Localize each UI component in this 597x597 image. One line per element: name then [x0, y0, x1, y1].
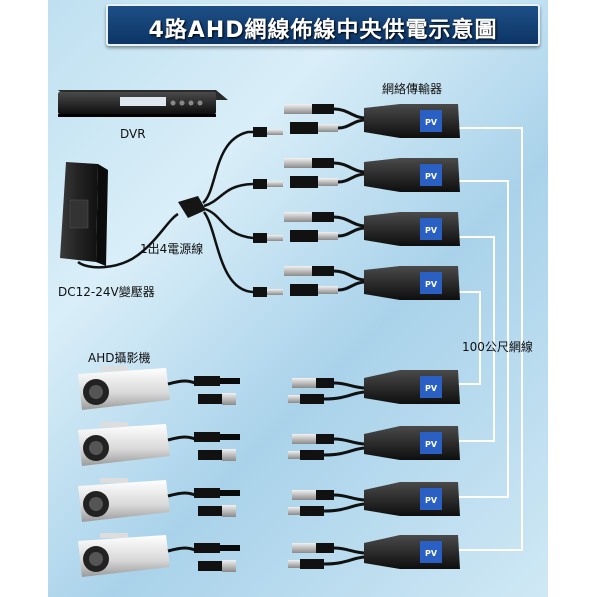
network-cable-2	[458, 180, 509, 498]
network-cable-3	[458, 236, 495, 442]
network-cable-label: 100公尺網線	[462, 340, 533, 354]
dvr-side-transceivers: PV PV PV	[284, 104, 460, 300]
network-cable-4	[458, 291, 481, 385]
power-adapter	[60, 162, 179, 269]
power-splitter-label: 1出4電源線	[140, 242, 204, 256]
diagram-canvas: PV PV PV	[48, 0, 548, 597]
dvr-label: DVR	[120, 127, 146, 141]
cameras-label: AHD攝影機	[88, 351, 151, 365]
transceiver-top-1: PV	[284, 104, 460, 138]
svg-text:PV: PV	[425, 118, 438, 127]
camera-side-transceivers: PV PV PV	[288, 370, 460, 569]
svg-text:PV: PV	[425, 226, 438, 235]
camera-2	[78, 422, 240, 466]
svg-text:PV: PV	[425, 172, 438, 181]
transceiver-top-4: PV	[284, 266, 460, 300]
transceiver-bottom-2: PV	[288, 426, 460, 460]
transceiver-bottom-1: PV	[288, 370, 460, 404]
camera-3	[78, 478, 240, 522]
title-banner: 4路AHD網線佈線中央供電示意圖	[106, 4, 540, 46]
svg-text:PV: PV	[425, 384, 438, 393]
wiring-diagram: PV PV PV	[58, 90, 523, 577]
transceiver-bottom-3: PV	[288, 482, 460, 516]
network-cables	[458, 127, 523, 551]
transceiver-top-2: PV	[284, 158, 460, 192]
svg-text:PV: PV	[425, 440, 438, 449]
camera-4	[78, 533, 240, 577]
svg-text:PV: PV	[425, 280, 438, 289]
ahd-cameras	[78, 366, 240, 577]
svg-text:PV: PV	[425, 549, 438, 558]
dc-plugs	[253, 127, 283, 297]
camera-1	[78, 366, 240, 410]
adapter-label: DC12-24V變壓器	[58, 285, 155, 299]
transceiver-group-label: 網絡傳輸器	[382, 82, 443, 96]
network-cable-1	[458, 127, 523, 551]
transceiver-top-3: PV	[284, 212, 460, 246]
svg-text:PV: PV	[425, 496, 438, 505]
diagram-title: 4路AHD網線佈線中央供電示意圖	[148, 18, 498, 43]
power-splitter	[178, 127, 283, 297]
transceiver-bottom-4: PV	[288, 535, 460, 569]
dvr-device	[58, 90, 228, 117]
